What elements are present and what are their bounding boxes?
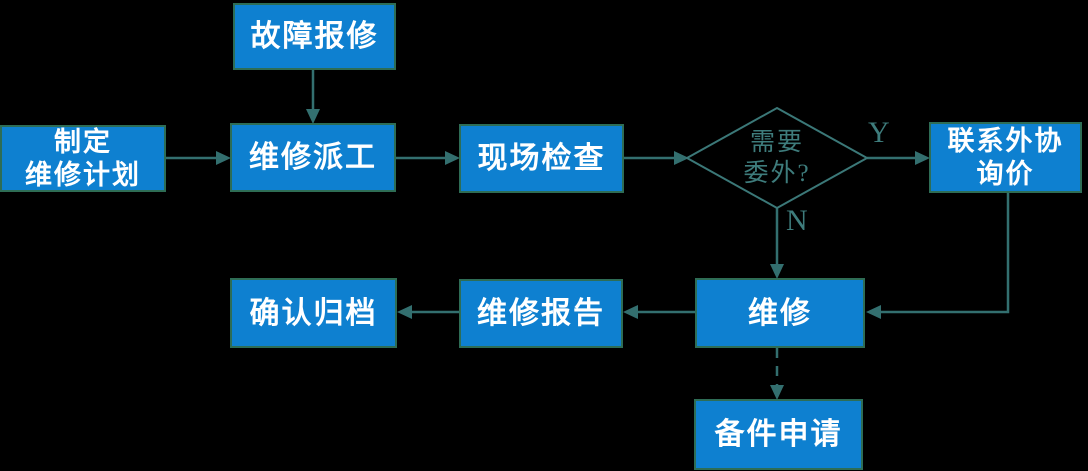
node-fault-report: 故障报修 bbox=[233, 3, 396, 70]
node-make-plan-label-line2: 维修计划 bbox=[25, 159, 141, 190]
node-repair: 维修 bbox=[695, 278, 865, 348]
node-spare-parts-label: 备件申请 bbox=[714, 418, 843, 451]
branch-label-no: N bbox=[786, 204, 808, 237]
node-make-plan: 制定 维修计划 bbox=[0, 125, 166, 192]
node-archive-label: 确认归档 bbox=[249, 296, 378, 330]
arrowhead-inspection-to-decision bbox=[674, 151, 689, 165]
arrowhead-decision-to-repair bbox=[770, 264, 784, 279]
arrowhead-dispatch-to-inspection bbox=[445, 151, 460, 165]
arrowhead-repair-to-report bbox=[623, 305, 638, 319]
arrowhead-repair-to-spare bbox=[770, 385, 784, 400]
node-outsourcing: 联系外协 询价 bbox=[929, 122, 1082, 193]
node-make-plan-label-line1: 制定 bbox=[54, 127, 112, 158]
node-outsourcing-label-line1: 联系外协 bbox=[947, 126, 1064, 157]
node-inspection: 现场检查 bbox=[459, 124, 624, 193]
node-decision-label-line2: 委外? bbox=[743, 160, 811, 187]
branch-label-yes: Y bbox=[868, 116, 890, 149]
node-dispatch: 维修派工 bbox=[230, 123, 396, 192]
node-repair-label: 维修 bbox=[748, 296, 812, 330]
arrowhead-outsourcing-to-repair bbox=[866, 305, 881, 319]
node-outsourcing-label-line2: 询价 bbox=[976, 158, 1035, 189]
node-decision-label-line1: 需要 bbox=[749, 128, 804, 156]
node-spare-parts: 备件申请 bbox=[694, 399, 863, 470]
arrow-outsourcing-to-repair-elbow bbox=[880, 193, 1010, 314]
node-decision: 需要 委外? bbox=[687, 108, 867, 208]
node-repair-report-label: 维修报告 bbox=[477, 297, 605, 330]
node-fault-report-label: 故障报修 bbox=[250, 20, 379, 53]
decision-diamond-outline bbox=[684, 106, 870, 210]
arrowhead-decision-to-outsourcing bbox=[915, 151, 930, 165]
node-inspection-label: 现场检查 bbox=[477, 142, 606, 175]
arrowhead-plan-to-dispatch bbox=[216, 151, 231, 165]
node-archive: 确认归档 bbox=[230, 278, 397, 348]
node-dispatch-label: 维修派工 bbox=[249, 141, 377, 174]
node-repair-report: 维修报告 bbox=[459, 279, 623, 348]
arrowhead-fault-to-dispatch bbox=[306, 109, 320, 124]
arrowhead-report-to-archive bbox=[397, 305, 412, 319]
